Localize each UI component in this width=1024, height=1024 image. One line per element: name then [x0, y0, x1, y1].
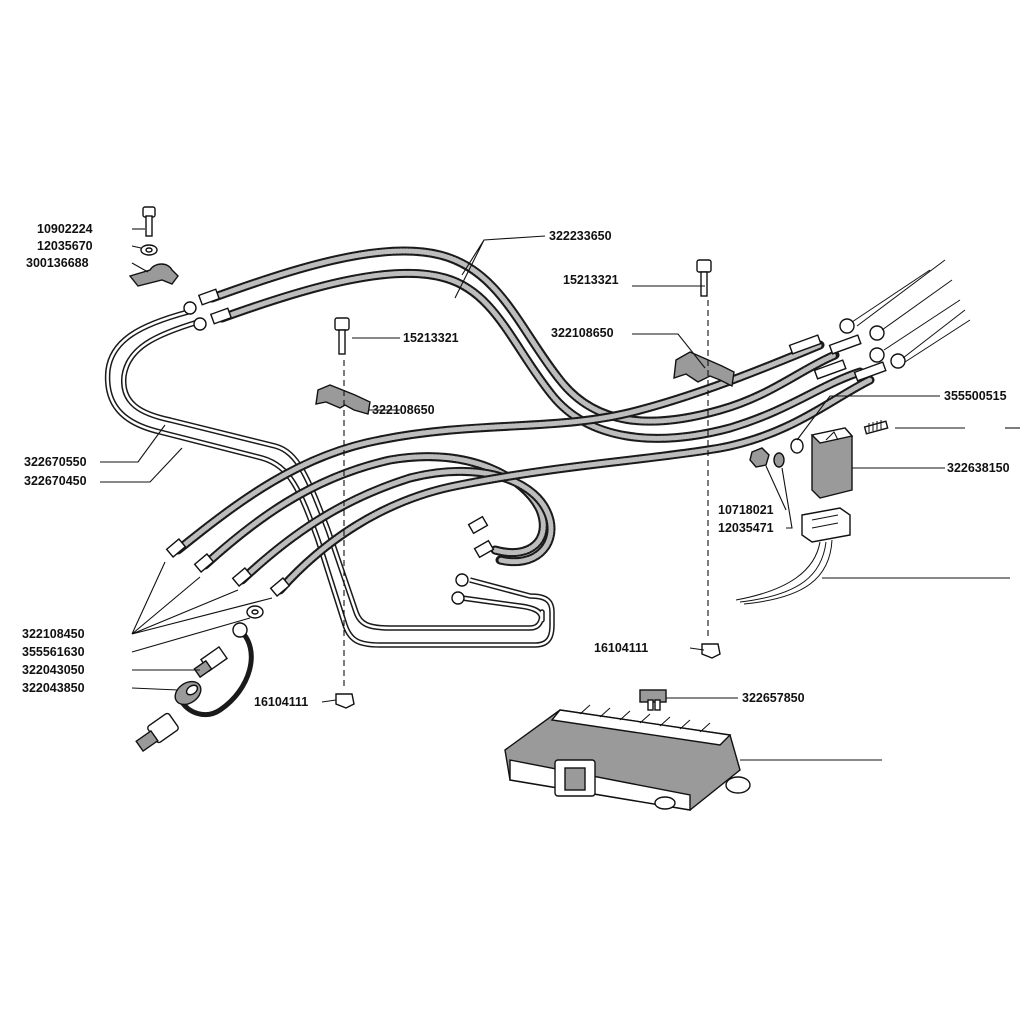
label-322108650-center: 322108650: [372, 403, 435, 417]
hose-fittings: [165, 288, 887, 605]
connector-plug: [135, 712, 179, 753]
washer-12035670: [140, 244, 158, 256]
label-16104111-right: 16104111: [594, 641, 648, 655]
label-322638150: 322638150: [947, 461, 1010, 475]
stud-355500515: [863, 420, 889, 435]
label-322043050: 322043050: [22, 663, 85, 677]
relay-socket: [735, 507, 851, 605]
label-322670550: 322670550: [24, 455, 87, 469]
fuse-322657850: [639, 689, 667, 711]
label-322043850: 322043850: [22, 681, 85, 695]
end-nuts: [839, 259, 971, 369]
label-12035471: 12035471: [718, 521, 774, 535]
relay-322638150: [810, 427, 854, 499]
nut-10718021: [749, 447, 770, 468]
bolt-10902224: [142, 206, 156, 237]
label-12035670: 12035670: [37, 239, 93, 253]
wire-loop: [179, 622, 254, 717]
washer-12035471: [773, 452, 785, 468]
rigid-pipe-322670550: [104, 309, 555, 648]
washer-355500515: [790, 438, 804, 454]
nut-16104111-center: [335, 693, 355, 709]
bracket-322108650-center: [315, 384, 371, 415]
hose-pair-322233650: [207, 246, 865, 443]
label-322233650: 322233650: [549, 229, 612, 243]
washer-355561630: [246, 605, 264, 619]
nut-16104111-right: [701, 643, 721, 659]
cap-322043850: [174, 680, 202, 706]
label-15213321-center: 15213321: [403, 331, 459, 345]
fuse-box: [504, 704, 751, 811]
label-322670450: 322670450: [24, 474, 87, 488]
sender-322043050: [193, 645, 229, 679]
label-16104111-center: 16104111: [254, 695, 308, 709]
label-322657850: 322657850: [742, 691, 805, 705]
hose-group-322108450: [173, 340, 875, 595]
bracket-322108650-right: [673, 351, 735, 388]
screw-15213321-center: [334, 317, 350, 355]
label-322108650-right: 322108650: [551, 326, 614, 340]
label-355561630: 355561630: [22, 645, 85, 659]
label-15213321-right: 15213321: [563, 273, 619, 287]
screw-15213321-right: [696, 259, 712, 297]
leader-lines: [100, 228, 1020, 761]
label-322108450: 322108450: [22, 627, 85, 641]
label-10902224: 10902224: [37, 222, 93, 236]
label-355500515: 355500515: [944, 389, 1007, 403]
label-300136688: 300136688: [26, 256, 89, 270]
clamp-300136688: [128, 263, 179, 287]
part-labels: 10902224 12035670 300136688 322233650 15…: [22, 222, 1010, 709]
label-10718021: 10718021: [718, 503, 774, 517]
